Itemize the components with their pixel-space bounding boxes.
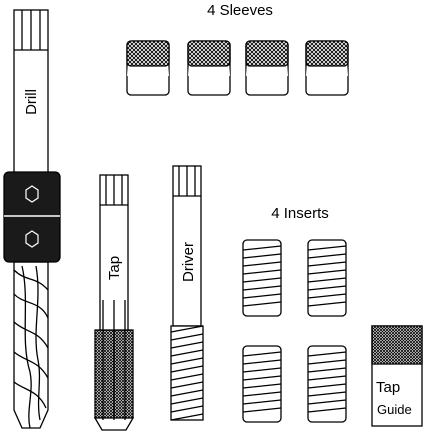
sleeve: [245, 40, 289, 96]
sleeves-group: [126, 40, 349, 96]
set-screw-icon: [25, 230, 39, 248]
set-screw-icon: [25, 185, 39, 203]
tap-tool: [93, 174, 135, 431]
drill-bit: [13, 9, 49, 429]
driver-label: Driver: [180, 242, 197, 282]
tap-label: Tap: [106, 256, 123, 280]
driver-tool: [170, 165, 204, 421]
sleeve: [187, 40, 231, 96]
tap-guide-label: Tap: [376, 379, 400, 396]
drill-collar: [3, 171, 61, 263]
sleeves-title: 4 Sleeves: [207, 2, 273, 19]
tap-guide: [371, 325, 423, 427]
insert: [307, 345, 347, 423]
insert: [242, 239, 282, 317]
sleeve: [126, 40, 170, 96]
inserts-title: 4 Inserts: [271, 205, 329, 222]
drill-label: Drill: [23, 89, 40, 115]
insert: [242, 345, 282, 423]
tap-guide-sublabel: Guide: [377, 402, 412, 417]
insert: [307, 239, 347, 317]
inserts-group: [242, 239, 347, 423]
sleeve: [305, 40, 349, 96]
